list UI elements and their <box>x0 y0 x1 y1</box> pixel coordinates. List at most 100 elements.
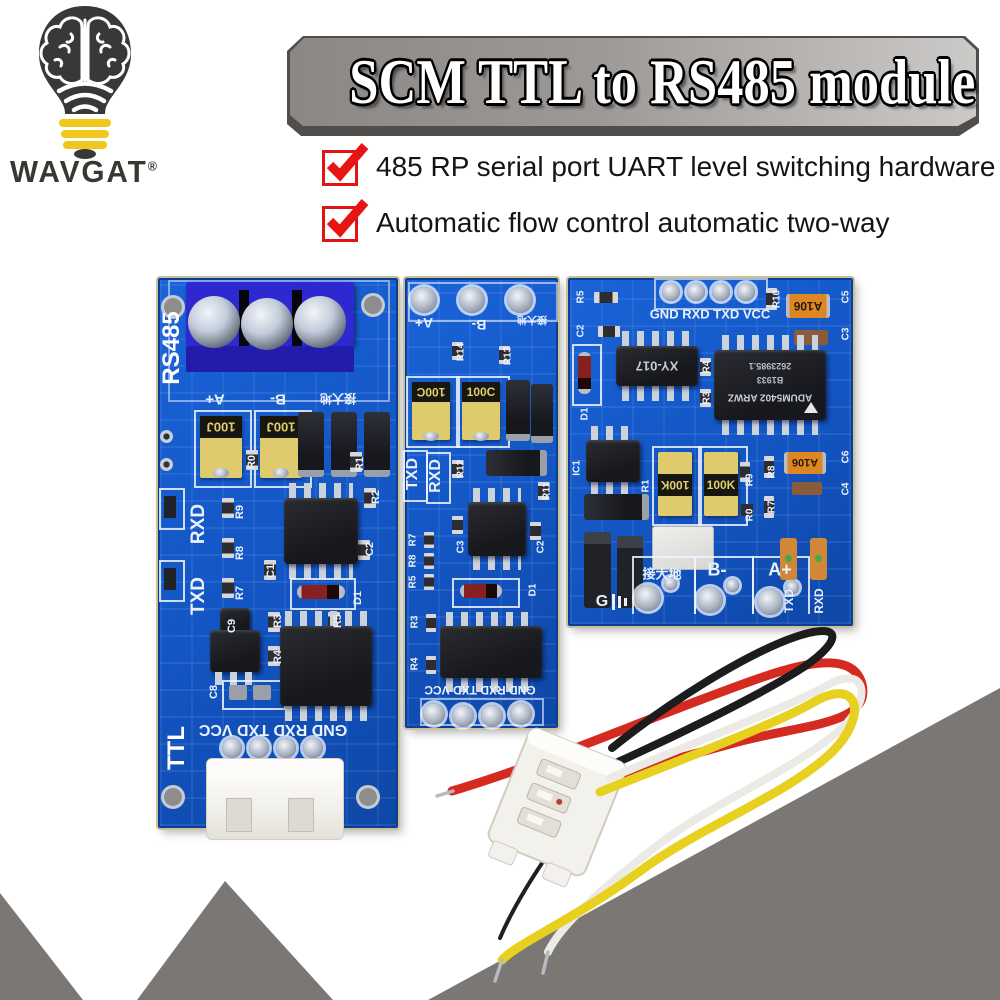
soic16-chip <box>280 626 372 706</box>
solder-pad <box>459 287 485 313</box>
solder-pad <box>411 287 437 313</box>
ground-symbol-icon <box>618 596 621 608</box>
solder-pad <box>303 738 323 758</box>
through-hole <box>160 458 173 471</box>
capacitor-band <box>462 382 500 402</box>
resistor <box>764 456 774 478</box>
checkbox-icon <box>322 143 369 186</box>
resistor <box>594 292 618 303</box>
adi-triangle-logo <box>804 402 818 413</box>
silkscreen-frame <box>420 698 544 726</box>
capacitor-smd <box>358 540 370 560</box>
resistor <box>222 578 234 598</box>
signal-arcs-icon <box>56 81 114 113</box>
silkscreen-frame <box>408 282 558 322</box>
soic8-chip <box>586 440 640 482</box>
capacitor-black <box>584 532 611 608</box>
led-frame <box>159 560 185 602</box>
solder-pad <box>662 283 680 301</box>
resistor <box>766 288 777 310</box>
through-hole <box>160 430 173 443</box>
diode <box>584 494 649 520</box>
terminal-screw <box>188 296 240 348</box>
wire-bare-tip <box>493 958 504 983</box>
solder-pad <box>697 587 723 613</box>
led-die <box>815 555 822 562</box>
feature-text: Automatic flow control automatic two-way <box>376 207 890 238</box>
chip-pins <box>289 564 353 579</box>
resistor <box>452 460 463 478</box>
resistor <box>499 346 510 364</box>
silkscreen-frame <box>452 578 520 608</box>
led-die <box>785 555 792 562</box>
ground-symbol-icon <box>624 598 627 606</box>
chip-pins <box>473 488 521 502</box>
resistor <box>700 389 711 407</box>
resistor <box>268 646 280 666</box>
capacitor-smd <box>229 685 247 700</box>
solder-pad <box>249 738 269 758</box>
solder-pad <box>423 703 445 725</box>
silkscreen-frame <box>290 578 356 610</box>
soic16-chip <box>440 626 542 678</box>
capacitor-brown <box>792 482 822 495</box>
checkmark-icon <box>326 143 369 182</box>
jst-xh-plug <box>487 727 627 888</box>
feature-text: 485 RP serial port UART level switching … <box>376 151 996 182</box>
solder-pad <box>726 579 739 592</box>
mount-hole <box>161 295 185 319</box>
capacitor-band <box>704 474 738 496</box>
resistor <box>764 496 774 518</box>
brand-logo: WAVGAT® <box>10 2 180 202</box>
solder-pad <box>786 581 799 594</box>
capacitor-smd <box>598 326 620 337</box>
capacitor-band <box>200 416 242 438</box>
solder-pad <box>481 705 503 727</box>
wire-bare-tip <box>541 950 550 975</box>
solder-pad <box>664 577 677 590</box>
wire-black <box>596 627 837 774</box>
wire-white <box>544 674 866 956</box>
terminal-block-lip <box>186 346 354 372</box>
resistor <box>740 462 750 482</box>
diode <box>486 450 547 476</box>
regulator-sot223 <box>210 630 260 672</box>
chip-pins <box>473 556 521 570</box>
registered-mark: ® <box>147 158 157 174</box>
solder-pad <box>687 283 705 301</box>
capacitor-band <box>260 416 302 438</box>
capacitor-orange <box>786 294 830 318</box>
resistor <box>700 358 711 376</box>
resistor <box>741 504 753 516</box>
chip-pins <box>591 426 635 440</box>
silkscreen-frame <box>194 410 252 488</box>
solder-pad <box>452 705 474 727</box>
page-title: SCM TTL to RS485 module <box>349 46 976 117</box>
led <box>164 568 176 590</box>
solder-pad <box>757 589 783 615</box>
capacitor-smd <box>264 560 276 580</box>
checkbox-icon <box>322 199 369 242</box>
resistor <box>350 452 362 472</box>
ground-symbol-icon <box>612 594 615 610</box>
solder-pad <box>712 283 730 301</box>
silkscreen-frame <box>572 344 602 406</box>
diode <box>506 380 530 441</box>
bulb-base-icon <box>59 119 111 149</box>
resistor <box>424 553 434 569</box>
resistor <box>424 574 434 590</box>
diode <box>531 384 553 443</box>
capacitor-smd <box>452 516 463 534</box>
solder-pad <box>737 283 755 301</box>
mount-hole <box>161 785 185 809</box>
checkmark-icon <box>326 199 369 238</box>
diode <box>298 412 324 477</box>
capacitor-band <box>412 382 450 402</box>
chip-pins <box>285 706 367 721</box>
chip-pins <box>446 612 536 626</box>
banner-plate <box>290 38 976 126</box>
solder-pad <box>510 703 532 725</box>
resistor <box>222 498 234 518</box>
